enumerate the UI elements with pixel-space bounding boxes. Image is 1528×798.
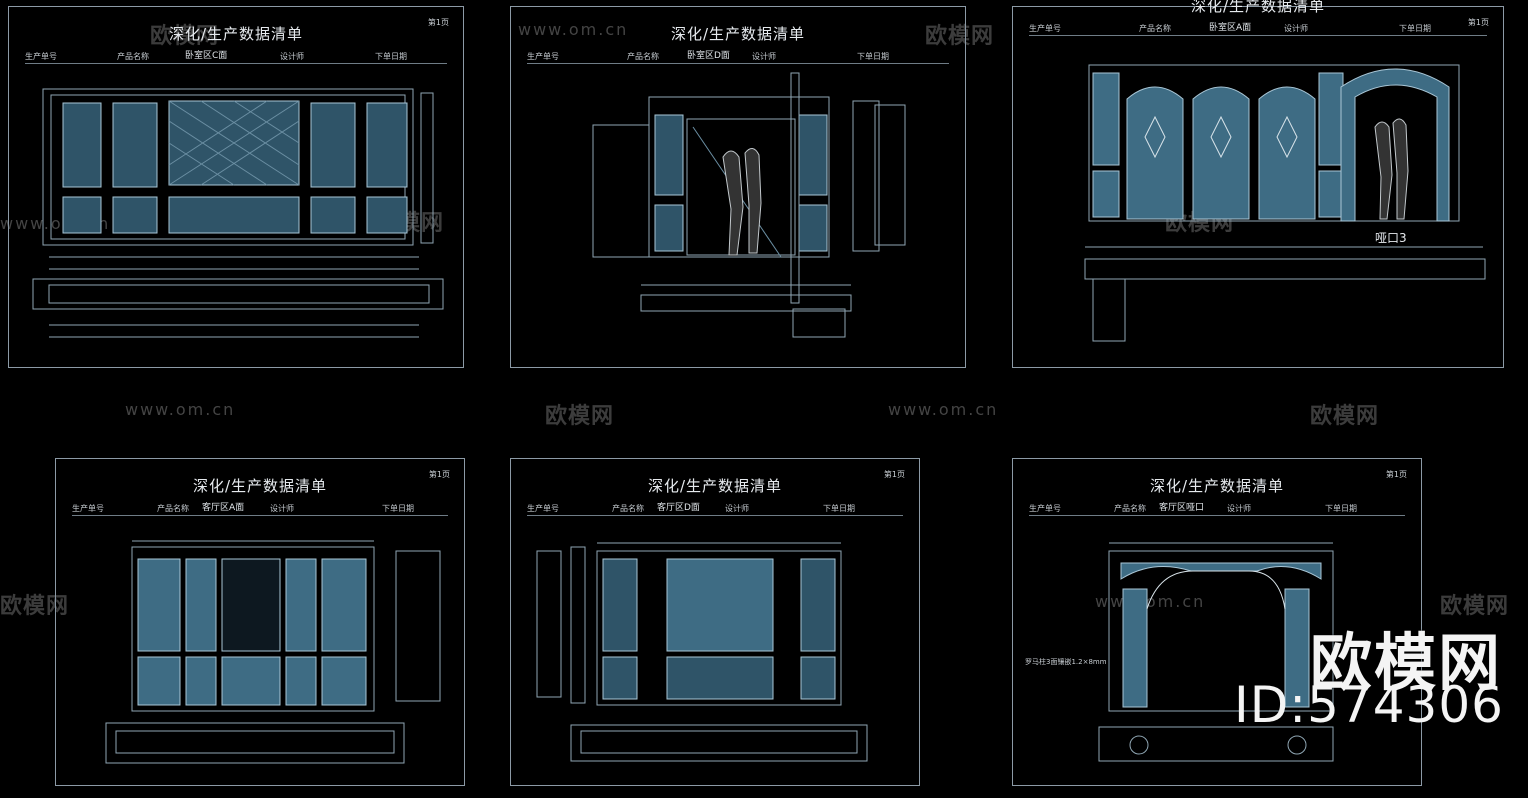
area-label: 客厅区A面: [202, 503, 245, 513]
drawing-sheet-2: 深化/生产数据清单 生产单号 产品名称 卧室区D面 设计师 下单日期: [510, 6, 966, 368]
watermark-brand: 欧模网: [1440, 594, 1510, 619]
brand-logo-text: 欧模网: [1309, 626, 1502, 699]
watermark-url: www.om.cn: [1095, 592, 1206, 611]
product-label: 产品名称: [627, 52, 659, 61]
elevation-drawing: [32, 88, 444, 338]
drawing-sheet-3: 深化/生产数据清单 第1页 生产单号 产品名称 卧室区A面 设计师 下单日期 哑…: [1012, 0, 1504, 368]
page-number: 第1页: [1467, 18, 1489, 27]
order-no-label: 生产单号: [527, 52, 559, 61]
watermark-brand: 欧模网: [150, 24, 220, 49]
column-note: 罗马柱3面镶嵌1.2×8mm: [1025, 658, 1107, 666]
page-number: 第1页: [428, 470, 450, 479]
sheet-meta: 生产单号 产品名称 卧室区D面 设计师 下单日期: [527, 51, 949, 64]
order-no-label: 生产单号: [25, 52, 57, 61]
elevation-drawing: [105, 540, 441, 764]
designer-label: 设计师: [725, 504, 749, 513]
sheet-meta: 生产单号 产品名称 卧室区A面 设计师 下单日期: [1029, 23, 1487, 36]
product-label: 产品名称: [1114, 504, 1146, 513]
product-label: 产品名称: [157, 504, 189, 513]
order-no-label: 生产单号: [1029, 504, 1061, 513]
date-label: 下单日期: [1325, 504, 1357, 513]
date-label: 下单日期: [823, 504, 855, 513]
page-number: 第1页: [883, 470, 905, 479]
area-label: 卧室区A面: [1209, 23, 1252, 33]
order-no-label: 生产单号: [527, 504, 559, 513]
area-label: 卧室区D面: [687, 51, 730, 61]
sheet-title: 深化/生产数据清单: [168, 25, 304, 43]
drawing-sheet-5: 深化/生产数据清单 第1页 生产单号 产品名称 客厅区D面 设计师 下单日期: [510, 458, 920, 786]
product-label: 产品名称: [117, 52, 149, 61]
drawing-sheet-6: 深化/生产数据清单 第1页 生产单号 产品名称 客厅区哑口 设计师 下单日期 罗…: [1012, 458, 1422, 786]
drawing-sheet-1: 深化/生产数据清单 第1页 生产单号 产品名称 卧室区C面 设计师 下单日期: [8, 6, 464, 368]
watermark-brand: 欧模网: [925, 24, 995, 49]
product-label: 产品名称: [612, 504, 644, 513]
watermark-url: www.om.cn: [888, 400, 999, 419]
date-label: 下单日期: [375, 52, 407, 61]
area-label: 客厅区哑口: [1159, 503, 1205, 513]
sheet-title: 深化/生产数据清单: [647, 477, 783, 495]
sheet-meta: 生产单号 产品名称 客厅区哑口 设计师 下单日期: [1029, 503, 1405, 516]
designer-label: 设计师: [270, 504, 294, 513]
page-number: 第1页: [1385, 470, 1407, 479]
designer-label: 设计师: [752, 52, 776, 61]
date-label: 下单日期: [857, 52, 889, 61]
product-label: 产品名称: [1139, 24, 1171, 33]
page-number: 第1页: [427, 18, 449, 27]
drawing-sheet-4: 深化/生产数据清单 第1页 生产单号 产品名称 客厅区A面 设计师 下单日期: [55, 458, 465, 786]
watermark-brand: 欧模网: [0, 594, 70, 619]
brand-id: ID:574306: [1234, 676, 1504, 734]
sheet-meta: 生产单号 产品名称 客厅区A面 设计师 下单日期: [72, 503, 448, 516]
watermark-brand: 欧模网: [545, 404, 615, 429]
sheet-meta: 生产单号 产品名称 客厅区D面 设计师 下单日期: [527, 503, 903, 516]
area-label: 客厅区D面: [657, 503, 700, 513]
watermark-url: www.om.cn: [518, 20, 629, 39]
sheet-title: 深化/生产数据清单: [1190, 0, 1326, 15]
watermark-brand: 欧模网: [1310, 404, 1380, 429]
area-label: 卧室区C面: [185, 51, 228, 61]
watermark-url: www.om.cn: [125, 400, 236, 419]
elevation-drawing: [1098, 542, 1334, 762]
elevation-drawing: [536, 542, 868, 762]
sheet-title: 深化/生产数据清单: [1149, 477, 1285, 495]
date-label: 下单日期: [1399, 24, 1431, 33]
elevation-drawing: [592, 72, 906, 338]
designer-label: 设计师: [1284, 24, 1308, 33]
date-label: 下单日期: [382, 504, 414, 513]
sheet-title: 深化/生产数据清单: [670, 25, 806, 43]
order-no-label: 生产单号: [72, 504, 104, 513]
sheet-meta: 生产单号 产品名称 卧室区C面 设计师 下单日期: [25, 51, 447, 64]
elevation-drawing: [1084, 64, 1486, 342]
sheet-title: 深化/生产数据清单: [192, 477, 328, 495]
designer-label: 设计师: [280, 52, 304, 61]
opening-caption: 哑口3: [1375, 231, 1407, 245]
designer-label: 设计师: [1227, 504, 1251, 513]
order-no-label: 生产单号: [1029, 24, 1061, 33]
